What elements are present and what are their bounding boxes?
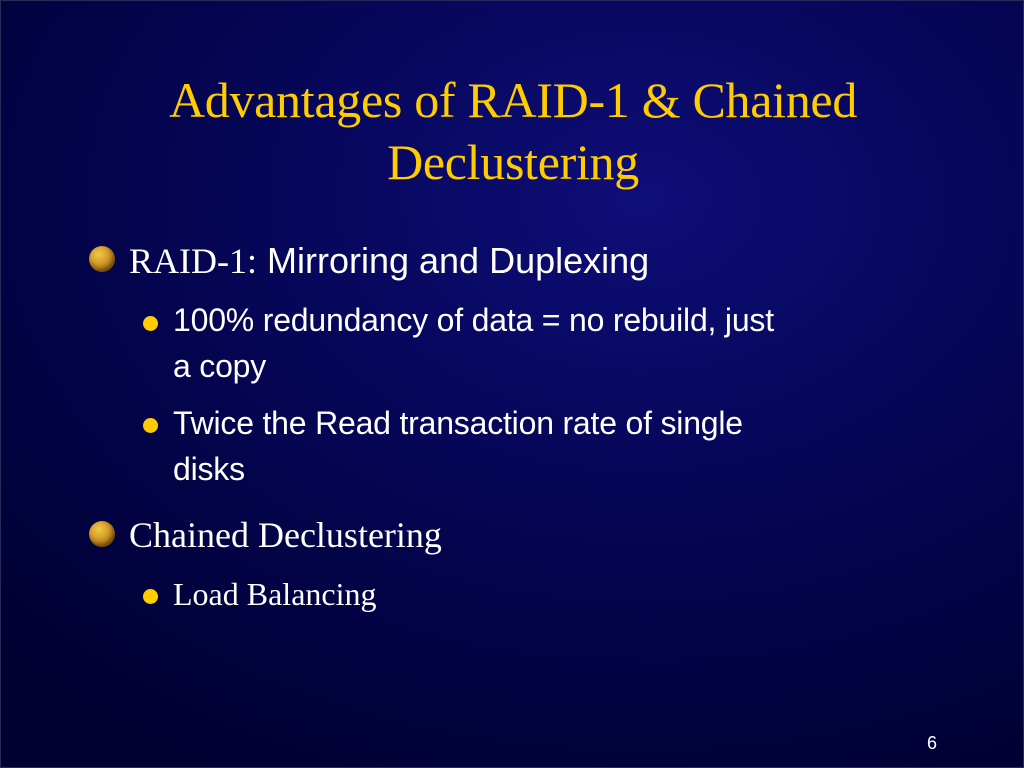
gold-sphere-bullet-icon [89, 521, 115, 547]
gold-sphere-bullet-icon [89, 246, 115, 272]
yellow-dot-bullet-icon [143, 316, 158, 331]
sub-bullet-load-balancing-text: Load Balancing [173, 571, 943, 617]
bullet-raid1-label: RAID-1: [129, 241, 257, 281]
yellow-dot-bullet-icon [143, 418, 158, 433]
sub-bullet-redundancy-text: 100% redundancy of data = no rebuild, ju… [173, 297, 943, 389]
sub-bullet-read-rate-line-2: disks [173, 451, 245, 487]
bullet-raid1-text: RAID-1: Mirroring and Duplexing [129, 240, 650, 282]
sub-bullet-read-rate-text: Twice the Read transaction rate of singl… [173, 400, 943, 492]
yellow-dot-bullet-icon [143, 589, 158, 604]
sub-bullet-read-rate-line-1: Twice the Read transaction rate of singl… [173, 405, 743, 441]
bullet-raid1-description: Mirroring and Duplexing [257, 240, 650, 281]
slide-title-line-2: Declustering [387, 134, 639, 190]
slide-title: Advantages of RAID-1 & Chained Decluster… [61, 69, 965, 193]
sub-bullet-redundancy-line-1: 100% redundancy of data = no rebuild, ju… [173, 302, 774, 338]
slide-number: 6 [927, 733, 938, 753]
sub-bullet-load-balancing-line-1: Load Balancing [173, 576, 377, 612]
sub-bullet-redundancy-line-2: a copy [173, 348, 267, 384]
slide-title-line-1: Advantages of RAID-1 & Chained [168, 72, 858, 128]
bullet-chained-declustering-label: Chained Declustering [129, 515, 442, 555]
